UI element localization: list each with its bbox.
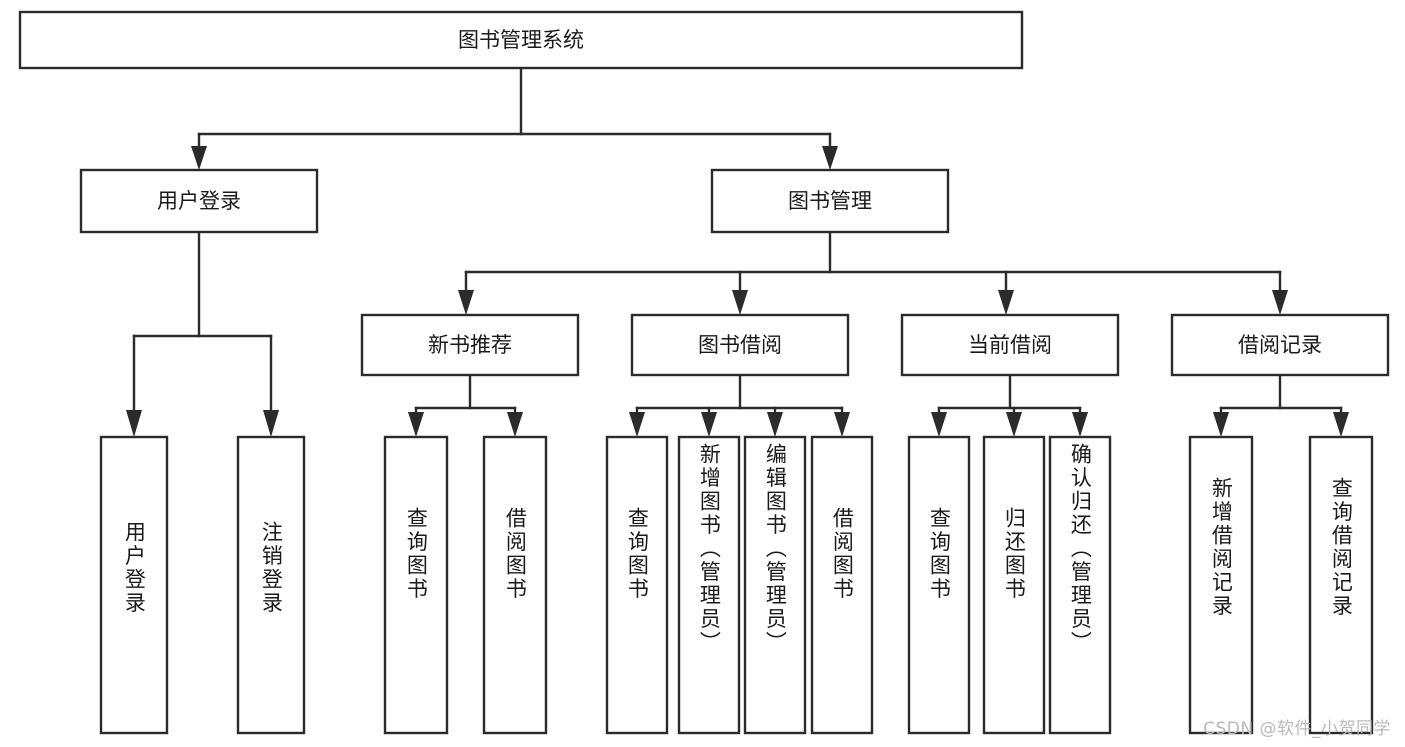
node-borrow-record-label: 借阅记录 (1238, 333, 1322, 357)
arrow-head-cb-leaf-3 (1072, 412, 1088, 437)
arrow-head-cb-leaf-2 (1006, 412, 1022, 437)
node-user-login-box[interactable] (79, 168, 319, 234)
node-current-borrow-box[interactable] (900, 313, 1120, 377)
node-book-borrow[interactable]: 图书借阅 (630, 313, 850, 377)
leaf-box-confirm-return-admin[interactable] (1048, 435, 1112, 735)
node-root-box[interactable] (18, 10, 1024, 70)
node-new-book-recommend-box[interactable] (360, 313, 580, 377)
node-new-book-recommend[interactable]: 新书推荐 (360, 313, 580, 377)
node-root-label: 图书管理系统 (458, 28, 584, 52)
node-book-management-label: 图书管理 (788, 189, 872, 213)
arrow-head-book-borrow (732, 290, 748, 315)
leaf-box-add-book-admin[interactable] (677, 435, 741, 735)
leaf-box-add-borrow-record[interactable] (1188, 435, 1254, 735)
arrow-head-bb-leaf-1 (629, 412, 645, 437)
arrow-head-new-book-rec (458, 290, 474, 315)
arrow-head-leaf-user-login (126, 410, 142, 437)
arrow-head-leaf-logout (263, 410, 279, 437)
connector-group (126, 66, 1349, 437)
node-root[interactable]: 图书管理系统 (18, 10, 1024, 70)
node-current-borrow[interactable]: 当前借阅 (900, 313, 1120, 377)
arrow-head-cb-leaf-1 (931, 412, 947, 437)
node-borrow-record[interactable]: 借阅记录 (1170, 313, 1390, 377)
leaf-box-query-book-cb[interactable] (907, 435, 971, 735)
node-book-management[interactable]: 图书管理 (710, 168, 950, 234)
node-book-management-box[interactable] (710, 168, 950, 234)
leaf-box-group (99, 435, 1374, 735)
leaf-box-query-book-bb[interactable] (605, 435, 669, 735)
node-book-borrow-box[interactable] (630, 313, 850, 377)
arrow-head-bb-leaf-3 (767, 412, 783, 437)
leaf-box-query-borrow-record[interactable] (1308, 435, 1374, 735)
leaf-box-query-book-nbr[interactable] (383, 435, 449, 735)
leaf-box-borrow-book-bb[interactable] (810, 435, 874, 735)
node-borrow-record-box[interactable] (1170, 313, 1390, 377)
leaf-box-user-login[interactable] (99, 435, 169, 735)
arrow-head-current-borrow (998, 290, 1014, 315)
arrow-head-br-leaf-2 (1333, 412, 1349, 437)
node-user-login[interactable]: 用户登录 (79, 168, 319, 234)
node-current-borrow-label: 当前借阅 (968, 333, 1052, 357)
leaf-box-return-book[interactable] (982, 435, 1046, 735)
arrow-head-user-login (191, 146, 207, 170)
leaf-box-edit-book-admin[interactable] (743, 435, 807, 735)
leaf-box-borrow-book-nbr[interactable] (482, 435, 548, 735)
node-user-login-label: 用户登录 (157, 189, 241, 213)
leaf-box-logout[interactable] (236, 435, 306, 735)
csdn-watermark: CSDN @软件_小贺同学 (1203, 719, 1391, 739)
arrow-head-br-leaf-1 (1213, 412, 1229, 437)
arrow-head-bb-leaf-4 (834, 412, 850, 437)
arrow-head-bb-leaf-2 (701, 412, 717, 437)
arrow-head-nbr-leaf-2 (507, 412, 523, 437)
arrow-head-nbr-leaf-1 (408, 412, 424, 437)
node-book-borrow-label: 图书借阅 (698, 333, 782, 357)
node-new-book-recommend-label: 新书推荐 (428, 333, 512, 357)
arrow-head-book-mgmt (822, 146, 838, 170)
arrow-head-borrow-record (1272, 290, 1288, 315)
